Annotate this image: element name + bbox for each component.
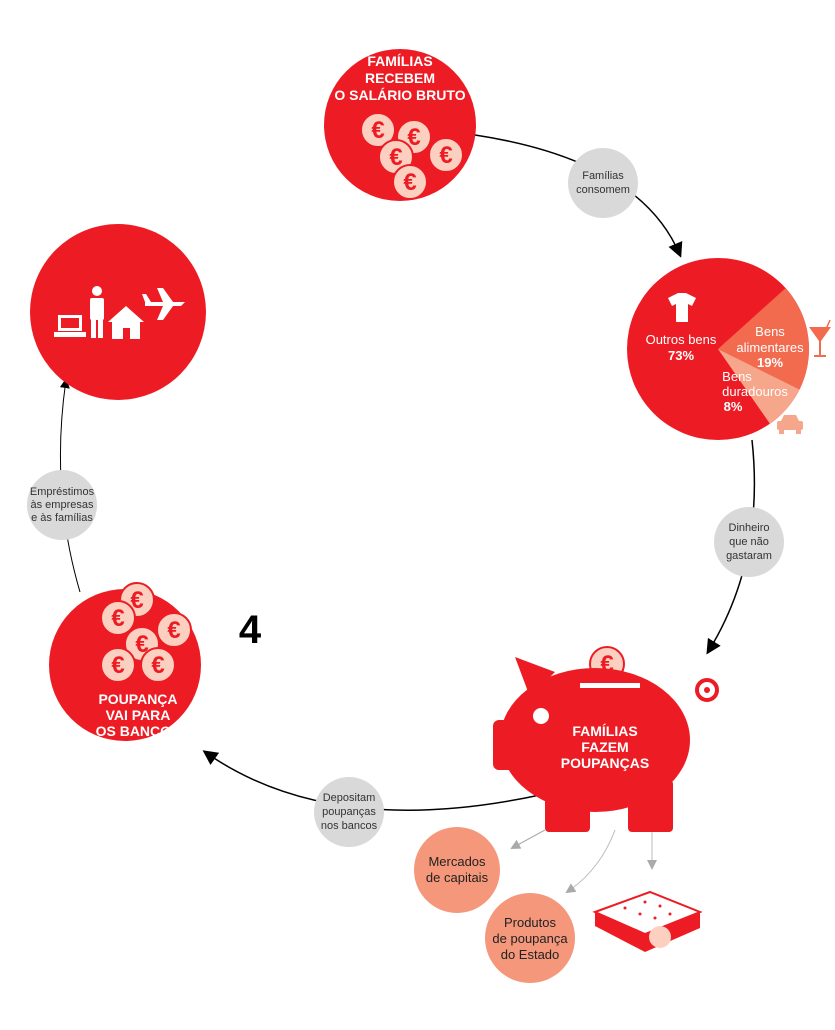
svg-text:Empréstimos: Empréstimos bbox=[30, 486, 95, 498]
svg-text:Bens: Bens bbox=[755, 324, 785, 339]
svg-text:Dinheiro: Dinheiro bbox=[729, 522, 770, 534]
svg-text:Famílias: Famílias bbox=[582, 170, 624, 182]
step-number: 4 bbox=[239, 608, 262, 652]
connector-unspent: Dinheiro que não gastaram bbox=[714, 507, 784, 577]
svg-text:POUPANÇAS: POUPANÇAS bbox=[561, 755, 649, 771]
connector-consume: Famílias consomem bbox=[568, 148, 638, 218]
svg-text:Bens: Bens bbox=[722, 369, 752, 384]
svg-text:de capitais: de capitais bbox=[426, 870, 489, 885]
svg-text:8%: 8% bbox=[724, 399, 743, 414]
node-salary: FAMÍLIAS RECEBEM O SALÁRIO BRUTO bbox=[324, 49, 476, 201]
house-icon bbox=[108, 306, 144, 339]
svg-text:FAMÍLIAS: FAMÍLIAS bbox=[572, 723, 637, 739]
connector-deposit: Depositam poupanças nos bancos bbox=[314, 777, 384, 847]
outlet-state-savings: Produtos de poupança do Estado bbox=[485, 893, 575, 983]
svg-text:de poupança: de poupança bbox=[492, 931, 568, 946]
consumption-pie: Outros bens 73% Bens alimentares 19% Ben… bbox=[627, 258, 831, 440]
node-investment bbox=[30, 224, 206, 400]
cocktail-icon bbox=[809, 319, 831, 357]
person-icon bbox=[90, 286, 104, 338]
piggy-bank-icon: FAMÍLIAS FAZEM POUPANÇAS bbox=[493, 646, 719, 832]
node-banks: POUPANÇA VAI PARA OS BANCOS bbox=[49, 582, 201, 741]
svg-text:73%: 73% bbox=[668, 348, 694, 363]
svg-text:OS BANCOS: OS BANCOS bbox=[96, 723, 181, 739]
svg-text:alimentares: alimentares bbox=[736, 340, 804, 355]
svg-text:VAI PARA: VAI PARA bbox=[106, 707, 171, 723]
outlet-capital-markets: Mercados de capitais bbox=[414, 827, 500, 913]
svg-text:FAMÍLIAS: FAMÍLIAS bbox=[367, 53, 432, 69]
svg-text:Outros bens: Outros bens bbox=[646, 332, 717, 347]
svg-text:que não: que não bbox=[729, 536, 769, 548]
svg-text:FAZEM: FAZEM bbox=[581, 739, 628, 755]
svg-text:Depositam: Depositam bbox=[323, 792, 376, 804]
svg-text:duradouros: duradouros bbox=[722, 384, 788, 399]
airplane-icon bbox=[142, 288, 185, 320]
svg-text:O SALÁRIO BRUTO: O SALÁRIO BRUTO bbox=[334, 87, 465, 103]
laptop-icon bbox=[54, 315, 86, 337]
svg-text:consomem: consomem bbox=[576, 184, 630, 196]
svg-text:Produtos: Produtos bbox=[504, 915, 557, 930]
pie-slice-bens-alimentares bbox=[718, 288, 809, 390]
svg-text:às empresas: às empresas bbox=[31, 499, 94, 511]
car-icon bbox=[777, 415, 803, 434]
svg-text:POUPANÇA: POUPANÇA bbox=[98, 691, 177, 707]
svg-text:19%: 19% bbox=[757, 355, 783, 370]
svg-text:Mercados: Mercados bbox=[428, 854, 486, 869]
pie-slice-bens-duradouros bbox=[718, 349, 800, 424]
svg-text:e às famílias: e às famílias bbox=[31, 512, 93, 524]
svg-text:RECEBEM: RECEBEM bbox=[365, 70, 435, 86]
svg-text:do Estado: do Estado bbox=[501, 947, 560, 962]
mattress-icon bbox=[592, 890, 703, 952]
connector-loans: Empréstimos às empresas e às famílias bbox=[27, 470, 97, 540]
svg-text:poupanças: poupanças bbox=[322, 806, 376, 818]
svg-text:gastaram: gastaram bbox=[726, 550, 772, 562]
svg-text:nos bancos: nos bancos bbox=[321, 820, 378, 832]
tshirt-icon bbox=[668, 293, 696, 322]
